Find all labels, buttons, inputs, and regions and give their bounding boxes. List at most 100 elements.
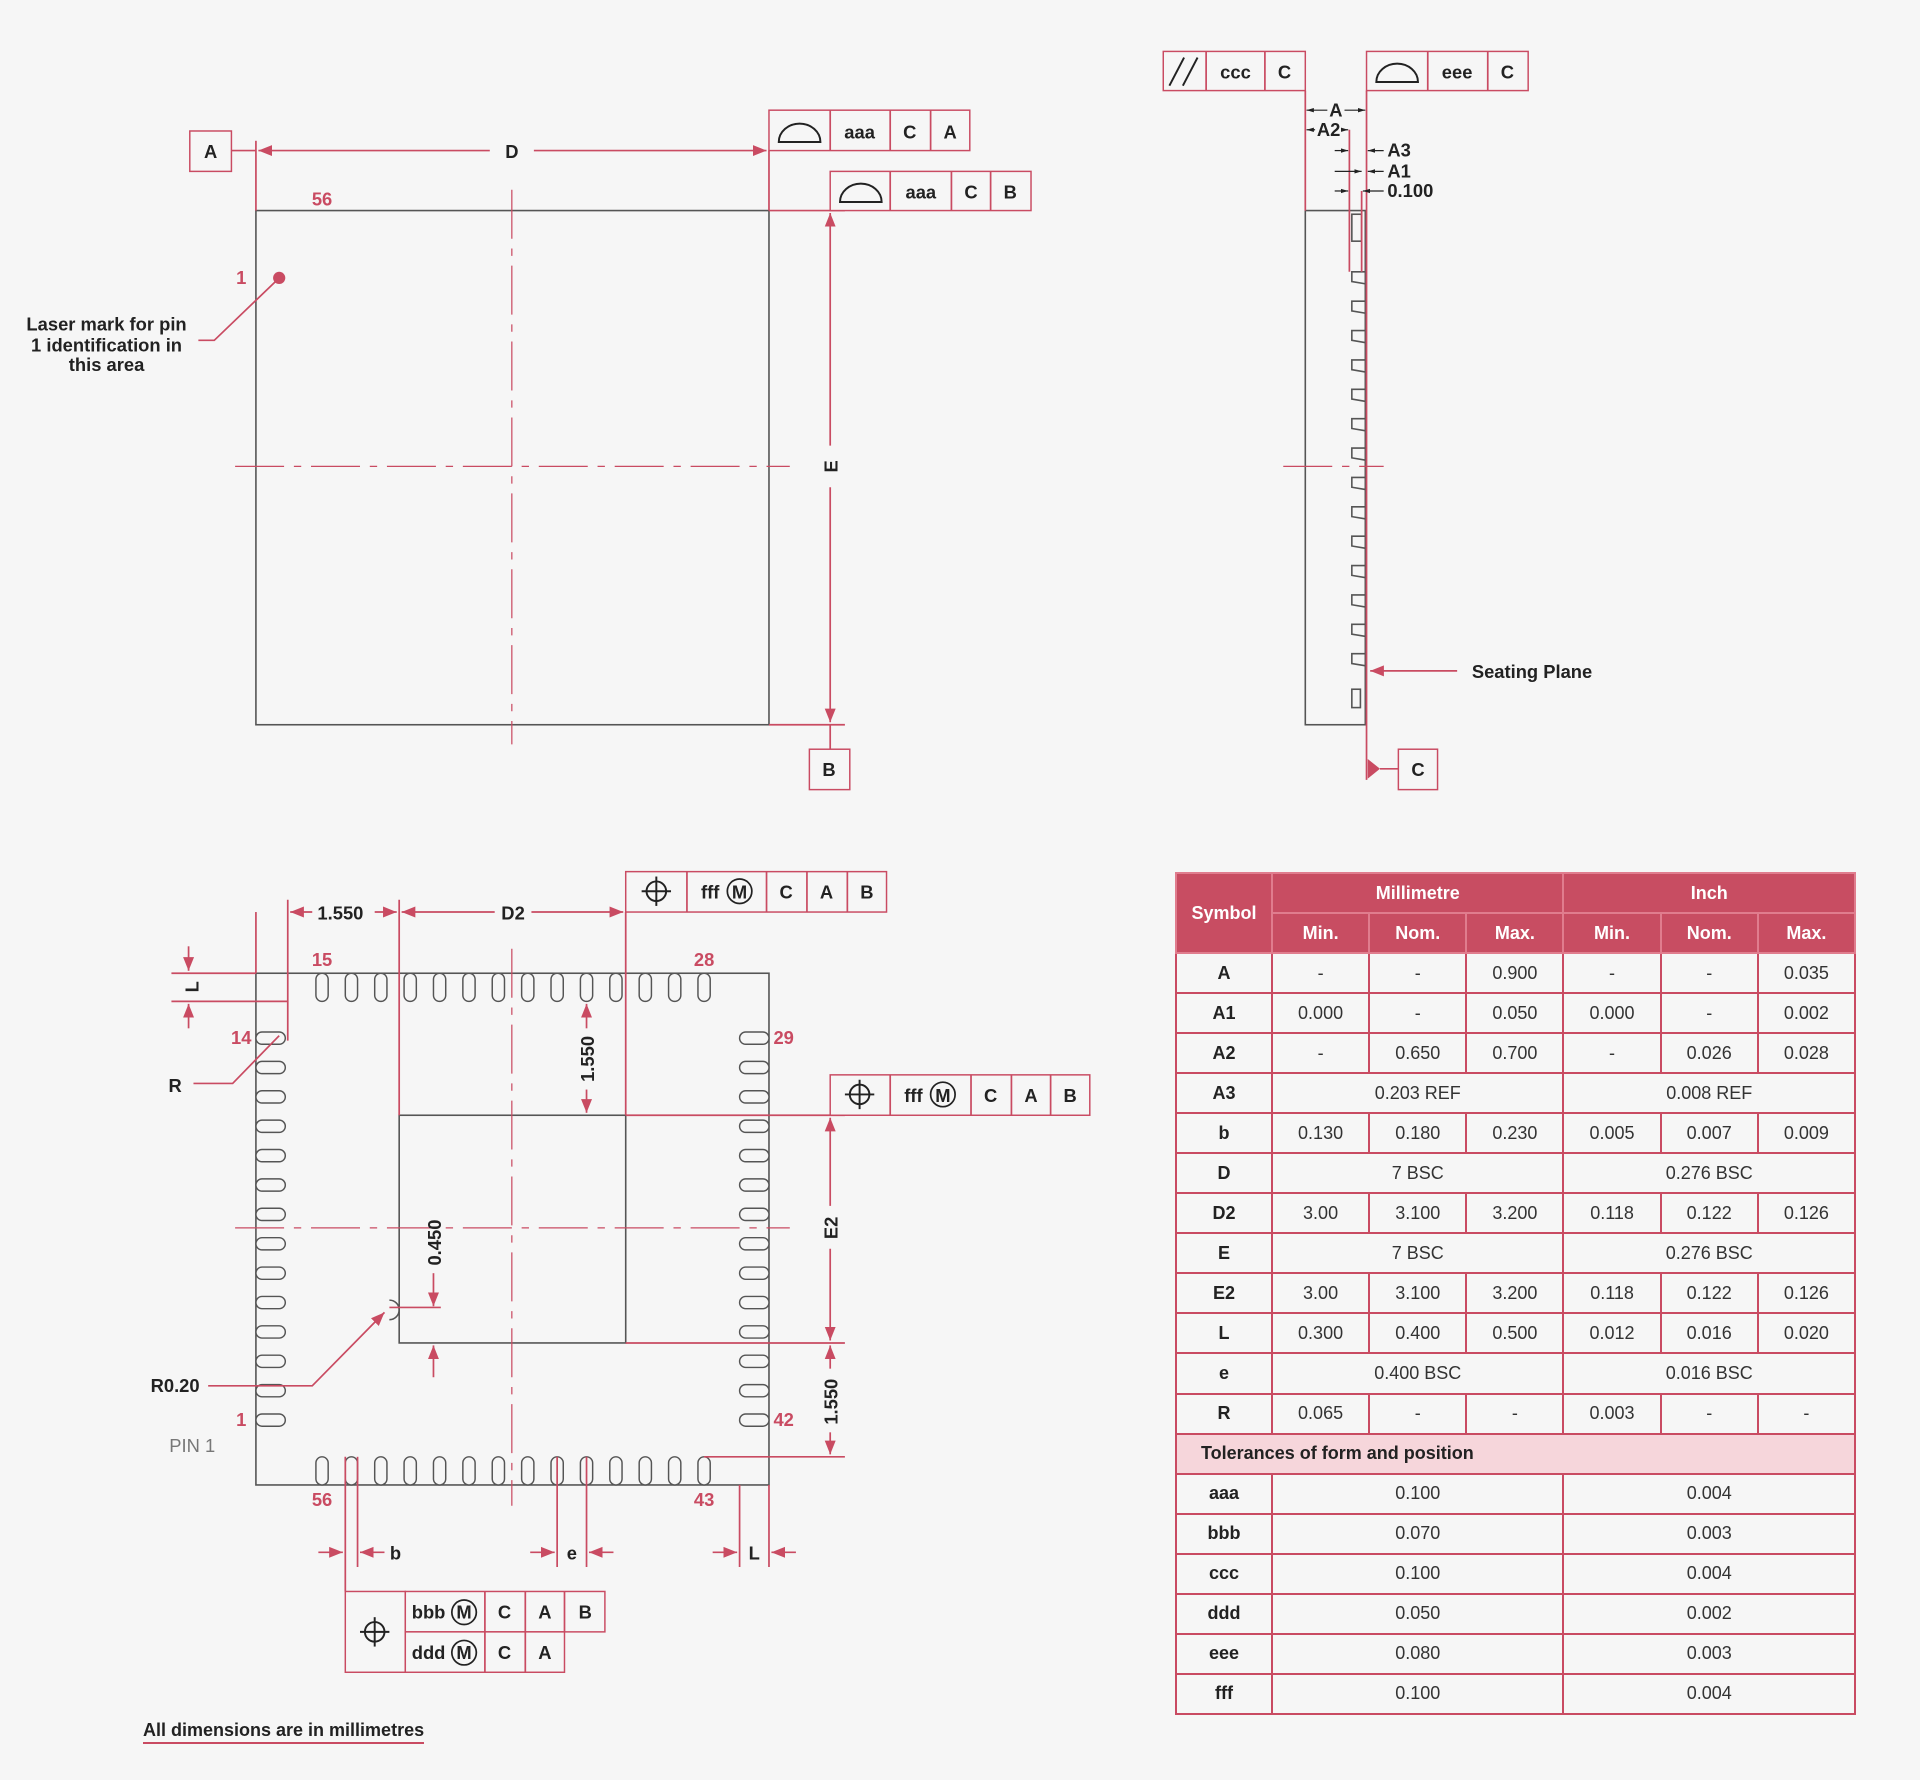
svg-text:C: C	[984, 1085, 997, 1106]
svg-text:C: C	[903, 121, 916, 142]
value-cell: 0.122	[1659, 1192, 1759, 1235]
pin1-text: PIN 1	[169, 1435, 215, 1456]
symbol-cell: ccc	[1175, 1552, 1273, 1595]
svg-text:14: 14	[231, 1027, 252, 1048]
dimension-d: D	[258, 141, 767, 162]
svg-text:ccc: ccc	[1220, 61, 1251, 82]
header-mm-nom: Nom.	[1368, 912, 1468, 954]
pad	[344, 1456, 359, 1486]
svg-text:B: B	[822, 759, 835, 780]
pad	[403, 972, 418, 1003]
pad	[738, 1266, 770, 1281]
value-cell: 0.700	[1465, 1032, 1565, 1075]
inch-value-cell: 0.016 BSC	[1562, 1352, 1856, 1395]
pad	[373, 972, 388, 1003]
value-cell: -	[1659, 951, 1759, 995]
value-cell: 0.016	[1659, 1312, 1759, 1355]
symbol-cell: E	[1175, 1232, 1273, 1275]
symbol-cell: aaa	[1175, 1472, 1273, 1515]
seating-plane-label: Seating Plane	[1472, 661, 1592, 682]
value-cell: 0.065	[1270, 1392, 1371, 1435]
svg-text:C: C	[498, 1601, 511, 1622]
symbol-cell: bbb	[1175, 1512, 1273, 1555]
pad	[344, 972, 359, 1003]
value-cell: 0.026	[1659, 1032, 1759, 1075]
svg-text:1.550: 1.550	[317, 902, 363, 923]
symbol-cell: A	[1175, 951, 1273, 995]
pin-1-label: 1	[236, 267, 246, 288]
side-lead	[1351, 388, 1367, 403]
laser-mark-note: Laser mark for pin 1 identification in t…	[26, 314, 186, 375]
header-in-min: Min.	[1562, 912, 1662, 954]
pad	[738, 1383, 770, 1398]
header-mm-max: Max.	[1465, 912, 1565, 954]
mmc-modifier-icon	[450, 1599, 478, 1626]
inch-value-cell: 0.003	[1562, 1632, 1856, 1675]
svg-text:15: 15	[312, 949, 332, 970]
svg-text:M: M	[732, 882, 747, 903]
value-cell: -	[1368, 1392, 1468, 1435]
section-row: Tolerances of form and position	[1175, 1432, 1856, 1475]
dim-e-pitch-label: e	[567, 1543, 577, 1564]
value-cell: 0.050	[1465, 992, 1565, 1035]
radius-r-label: R	[168, 1075, 181, 1096]
units-note: All dimensions are in millimetres	[143, 1720, 425, 1744]
pad	[462, 1456, 476, 1486]
side-lead	[1351, 329, 1367, 344]
mmc-modifier-icon	[929, 1081, 956, 1108]
svg-text:fff: fff	[904, 1085, 923, 1106]
svg-text:28: 28	[694, 949, 714, 970]
value-cell: 0.000	[1270, 992, 1371, 1035]
fcf-profile-eee-c: eee C	[1365, 50, 1529, 92]
value-cell: 0.028	[1756, 1032, 1857, 1075]
pad	[520, 1456, 535, 1486]
value-cell: 3.200	[1465, 1192, 1565, 1235]
symbol-cell: A3	[1175, 1072, 1273, 1115]
value-cell: 0.007	[1659, 1112, 1759, 1155]
value-cell: 3.100	[1368, 1272, 1468, 1315]
svg-text:M: M	[456, 1642, 471, 1663]
inch-value-cell: 0.004	[1562, 1552, 1856, 1595]
section-heading: Tolerances of form and position	[1175, 1432, 1856, 1475]
header-in-max: Max.	[1756, 912, 1857, 954]
inch-value-cell: 0.004	[1562, 1472, 1856, 1515]
pad	[255, 1119, 287, 1134]
fcf-parallel-ccc-c: ccc C	[1162, 50, 1307, 92]
svg-text:42: 42	[773, 1409, 793, 1430]
value-cell: 0.035	[1756, 951, 1857, 995]
value-cell: -	[1368, 951, 1468, 995]
svg-text:B: B	[860, 882, 873, 903]
value-cell: 3.00	[1270, 1192, 1371, 1235]
pad	[738, 1060, 770, 1075]
symbol-cell: fff	[1175, 1672, 1273, 1716]
top-view: D E A B aaa C A aaa C	[26, 109, 1032, 791]
dim-e-label: E	[821, 460, 842, 472]
symbol-cell: e	[1175, 1352, 1273, 1395]
mm-value-cell: 0.100	[1270, 1672, 1565, 1716]
value-cell: 0.020	[1756, 1312, 1857, 1355]
pin1-notch	[389, 1299, 400, 1321]
svg-text:56: 56	[312, 1489, 332, 1510]
mm-value-cell: 0.080	[1270, 1632, 1565, 1675]
pad	[255, 1178, 287, 1192]
dim-0100-label: 0.100	[1387, 180, 1433, 201]
fcf-profile-aaa-c-b: aaa C B	[829, 170, 1032, 212]
symbol-cell: A1	[1175, 992, 1273, 1035]
value-cell: -	[1465, 1392, 1565, 1435]
laser-mark-leader	[198, 279, 278, 342]
value-cell: -	[1270, 951, 1371, 995]
pad	[255, 1236, 287, 1251]
side-lead	[1351, 623, 1367, 638]
dimension-1550-top: 1.550	[290, 902, 397, 923]
inch-value-cell: 0.276 BSC	[1562, 1232, 1856, 1275]
pad	[255, 1090, 287, 1104]
svg-text:eee: eee	[1442, 61, 1473, 82]
svg-text:A: A	[820, 882, 833, 903]
side-lead	[1351, 447, 1367, 462]
parallelism-icon	[1168, 57, 1199, 87]
